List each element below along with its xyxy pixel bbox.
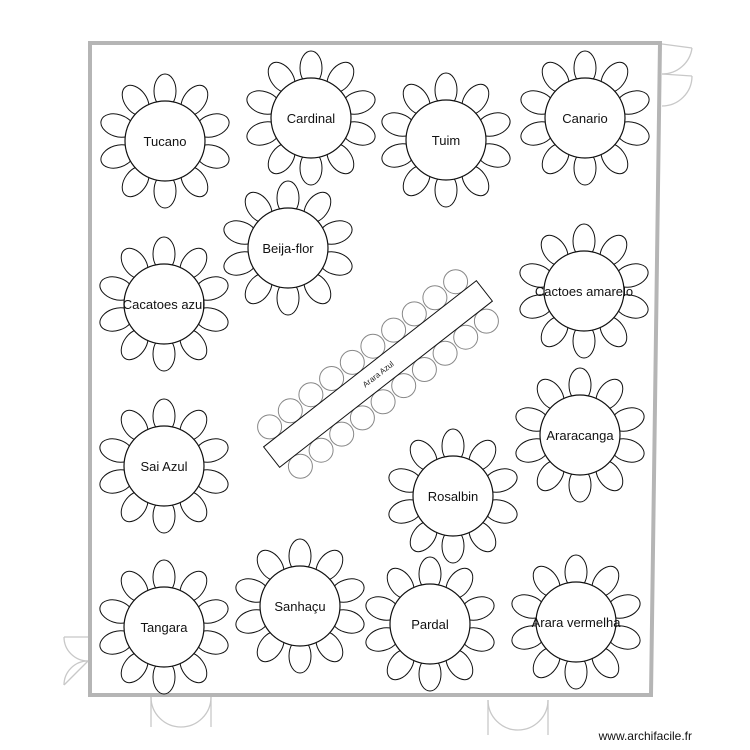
table-top xyxy=(389,583,471,665)
table-label: Tangara xyxy=(141,620,189,635)
table-label: Rosalbin xyxy=(428,489,479,504)
round-table-tucano[interactable]: Tucano xyxy=(98,73,232,209)
table-top xyxy=(412,455,494,537)
long-table-chair xyxy=(339,349,365,375)
door-bottom-right xyxy=(487,699,549,735)
long-table-chair xyxy=(473,308,499,334)
credit-text: www.archifacile.fr xyxy=(598,729,692,743)
long-table-chair xyxy=(453,324,479,350)
round-table-arara-vermelha[interactable]: Arara vermelha xyxy=(509,554,643,690)
table-label: Beija-flor xyxy=(262,241,314,256)
round-table-sai-azul[interactable]: Sai Azul xyxy=(97,398,231,534)
round-table-pardal[interactable]: Pardal xyxy=(363,556,497,692)
long-table-chair xyxy=(329,421,355,447)
table-label: Tucano xyxy=(144,134,187,149)
room-wall xyxy=(88,41,663,697)
table-label: Cardinal xyxy=(287,111,336,126)
long-table-top xyxy=(262,279,494,469)
long-table-arara-azul[interactable]: Arara Azul xyxy=(257,269,499,479)
round-table-cardinal[interactable]: Cardinal xyxy=(244,50,378,186)
table-top xyxy=(544,77,626,159)
table-top xyxy=(405,99,487,181)
round-table-araracanga[interactable]: Araracanga xyxy=(513,367,647,503)
round-table-tuim[interactable]: Tuim xyxy=(379,72,513,208)
table-top xyxy=(124,100,206,182)
long-table-chair xyxy=(308,437,334,463)
long-table-chair xyxy=(370,389,396,415)
round-table-catacoes-azul[interactable]: Cacatoes azul xyxy=(97,236,231,372)
long-table-chair xyxy=(422,285,448,311)
round-table-tangara[interactable]: Tangara xyxy=(97,559,231,695)
long-table-chair xyxy=(411,357,437,382)
table-label: Cactoes amarelo xyxy=(535,284,633,299)
long-table-chair xyxy=(298,382,324,408)
table-top xyxy=(543,250,625,332)
long-table-chair xyxy=(381,317,407,343)
table-top xyxy=(123,586,205,668)
chair-group xyxy=(365,556,495,692)
round-table-beija-flor[interactable]: Beija-flor xyxy=(221,180,355,316)
table-label: Sai Azul xyxy=(141,459,188,474)
table-top xyxy=(123,425,205,507)
long-table-chair xyxy=(360,333,386,359)
table-top xyxy=(259,565,341,647)
long-table-chair xyxy=(349,405,375,431)
table-label: Tuim xyxy=(432,133,460,148)
door-bottom-left xyxy=(150,696,212,728)
round-table-sanhacu[interactable]: Sanhaçu xyxy=(233,538,367,674)
table-label: Araracanga xyxy=(546,428,614,443)
table-top xyxy=(539,394,621,476)
table-top xyxy=(535,581,617,663)
door-top-right xyxy=(661,43,693,107)
table-label: Sanhaçu xyxy=(274,599,325,614)
long-table-chair xyxy=(432,340,458,366)
long-table-chair xyxy=(319,366,345,391)
table-top xyxy=(247,207,329,289)
table-label: Pardal xyxy=(411,617,449,632)
door-left-bottom xyxy=(63,636,89,686)
table-top xyxy=(270,77,352,159)
table-top xyxy=(123,263,205,345)
table-label: Arara vermelha xyxy=(532,615,622,630)
round-table-rosalbin[interactable]: Rosalbin xyxy=(386,428,520,564)
table-label: Cacatoes azul xyxy=(123,297,205,312)
long-table-chair xyxy=(401,301,427,327)
long-table-chair xyxy=(443,269,469,295)
table-label: Canario xyxy=(562,111,608,126)
long-table-chair xyxy=(391,373,417,399)
round-table-cactoes-amarelo[interactable]: Cactoes amarelo xyxy=(517,223,651,359)
round-table-canario[interactable]: Canario xyxy=(518,50,652,186)
long-table-chair xyxy=(287,453,313,479)
long-table-chair xyxy=(257,414,283,440)
long-table-chair xyxy=(277,398,303,424)
chair-group xyxy=(100,73,230,209)
